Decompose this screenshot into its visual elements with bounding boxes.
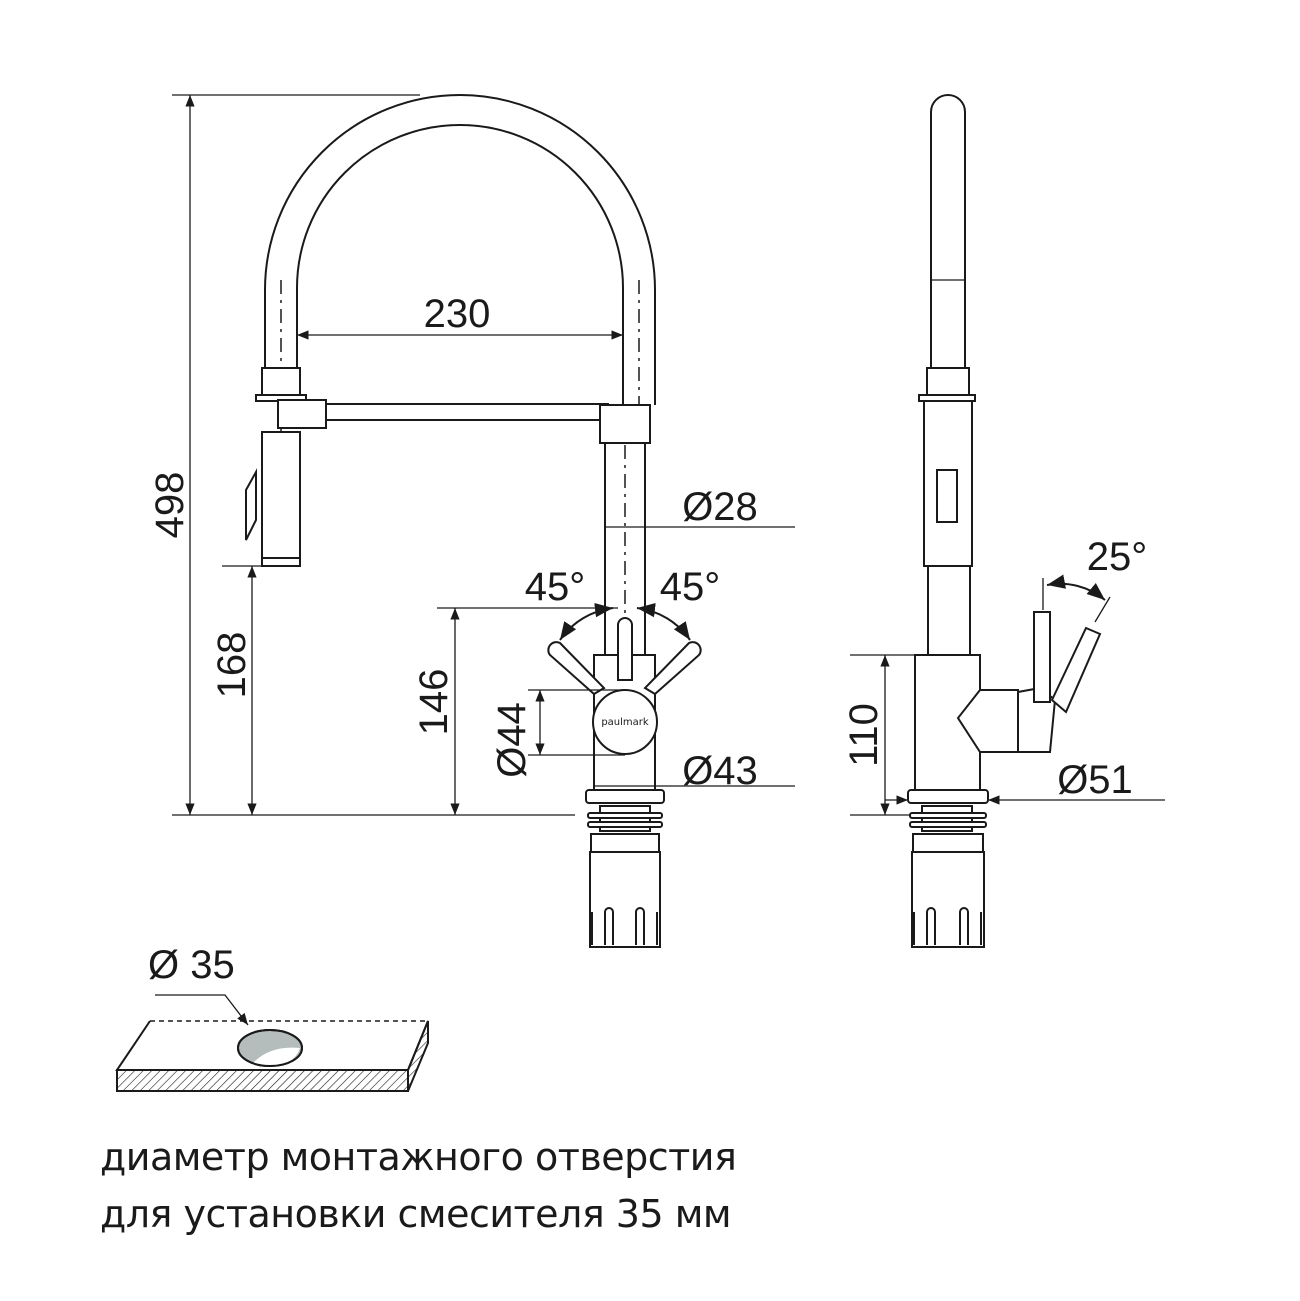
brand-logo: paulmark [601,717,649,728]
dim-45-left: 45° [525,565,586,609]
dim-45-right: 45° [660,565,721,609]
side-view [907,94,1111,948]
dim-51: Ø51 [1057,758,1133,802]
dim-43: Ø43 [682,749,758,793]
front-dimensions: 230 Ø28 Ø43 45° 45° 498 168 146 Ø44 [148,94,795,816]
side-dimensions: 110 Ø51 25° [842,535,1165,816]
spout-inner [296,124,624,405]
dim-35: Ø 35 [148,943,235,987]
dim-230: 230 [424,292,491,336]
dim-44: Ø44 [490,702,534,778]
caption-line-1: диаметр монтажного отверстия [100,1135,737,1179]
dim-168: 168 [210,632,254,699]
spray-head [261,431,301,559]
countertop-hole-illustration: Ø 35 [115,943,429,1092]
caption-line-2: для установки смесителя 35 мм [100,1192,732,1236]
dim-110: 110 [842,703,886,767]
dim-146: 146 [412,669,456,736]
dim-28: Ø28 [682,485,758,529]
front-view: paulmark [245,94,702,948]
spout-outer [264,94,656,405]
dim-498: 498 [148,472,192,539]
dim-25: 25° [1087,535,1148,579]
